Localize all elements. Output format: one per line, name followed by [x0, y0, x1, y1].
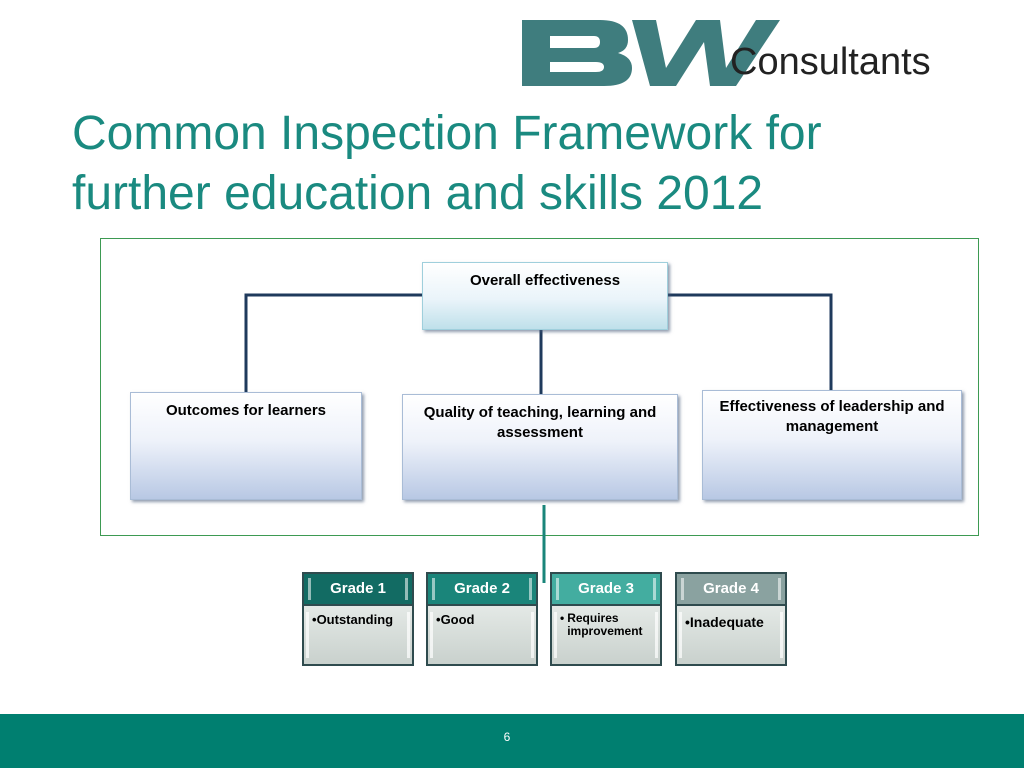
footer-bar: 6	[0, 714, 1024, 768]
grade-card-4: Grade 4 •Inadequate	[675, 572, 787, 666]
title-line-2: further education and skills 2012	[72, 167, 764, 220]
grade-1-header: Grade 1	[302, 572, 414, 606]
outcomes-box: Outcomes for learners	[130, 392, 362, 500]
grade-1-body: •Outstanding	[302, 606, 414, 666]
bullet-icon: •	[560, 611, 565, 625]
overall-effectiveness-label: Overall effectiveness	[469, 272, 621, 289]
bullet-icon: •	[312, 612, 317, 627]
grade-4-header: Grade 4	[675, 572, 787, 606]
overall-effectiveness-box: Overall effectiveness	[422, 262, 668, 330]
grade-3-header: Grade 3	[550, 572, 662, 606]
grade-4-body: •Inadequate	[675, 606, 787, 666]
leadership-box: Effectiveness of leadership and manageme…	[702, 390, 962, 500]
diagram-frame	[100, 238, 979, 536]
grade-3-item: Requires improvement	[567, 611, 643, 638]
grade-card-1: Grade 1 •Outstanding	[302, 572, 414, 666]
grade-1-item: Outstanding	[316, 612, 394, 627]
quality-teaching-box: Quality of teaching, learning and assess…	[402, 394, 678, 500]
bullet-icon: •	[436, 612, 441, 627]
page-number: 6	[503, 730, 511, 744]
bullet-icon: •	[685, 614, 690, 630]
outcomes-label: Outcomes for learners	[165, 402, 327, 419]
grade-card-3: Grade 3 • Requires improvement	[550, 572, 662, 666]
grade-2-item: Good	[440, 612, 475, 627]
quality-teaching-label: Quality of teaching, learning and assess…	[423, 404, 657, 441]
page-title: Common Inspection Framework for further …	[72, 104, 972, 224]
grade-2-header: Grade 2	[426, 572, 538, 606]
title-line-1: Common Inspection Framework for	[72, 107, 822, 160]
bw-consultants-logo: Consultants	[520, 14, 985, 88]
grade-2-body: •Good	[426, 606, 538, 666]
logo-consultants-text: Consultants	[730, 41, 931, 83]
leadership-label: Effectiveness of leadership and manageme…	[719, 398, 945, 435]
grade-card-2: Grade 2 •Good	[426, 572, 538, 666]
grade-3-body: • Requires improvement	[550, 606, 662, 666]
grade-4-item: Inadequate	[689, 614, 764, 630]
logo-w-letter	[632, 20, 780, 86]
logo-b-letter	[522, 20, 632, 86]
